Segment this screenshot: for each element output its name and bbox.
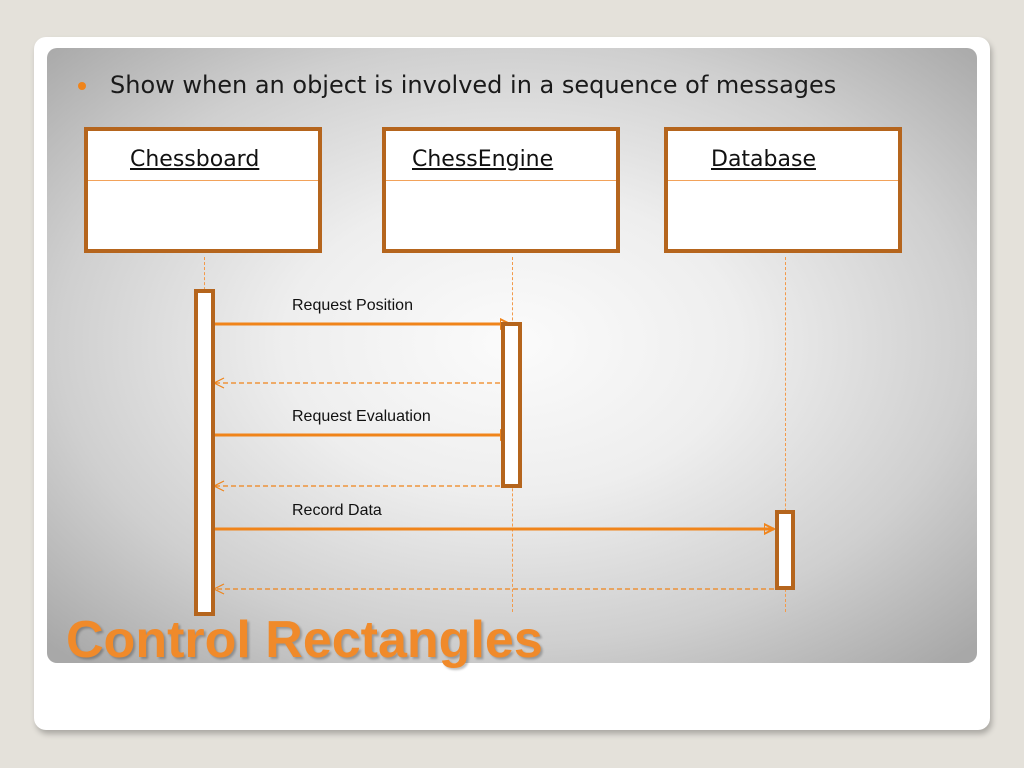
slide-title: Control Rectangles	[66, 611, 543, 669]
lifeline-database	[785, 257, 786, 612]
object-name-database: Database	[711, 147, 816, 172]
bullet-text: Show when an object is involved in a seq…	[110, 71, 837, 99]
activation-chessengine	[501, 322, 522, 488]
object-divider	[88, 180, 318, 181]
object-box-database: Database	[664, 127, 902, 253]
object-box-chessboard: Chessboard	[84, 127, 322, 253]
object-name-chessboard: Chessboard	[130, 147, 260, 172]
object-name-chessengine: ChessEngine	[412, 147, 554, 172]
object-box-chessengine: ChessEngine	[382, 127, 620, 253]
activation-chessboard	[194, 289, 215, 616]
bullet-icon	[78, 82, 86, 90]
message-label-record-data: Record Data	[292, 502, 382, 519]
activation-database	[775, 510, 795, 590]
object-divider	[668, 180, 898, 181]
message-label-request-position: Request Position	[292, 297, 413, 314]
object-divider	[386, 180, 616, 181]
message-label-request-evaluation: Request Evaluation	[292, 408, 431, 425]
